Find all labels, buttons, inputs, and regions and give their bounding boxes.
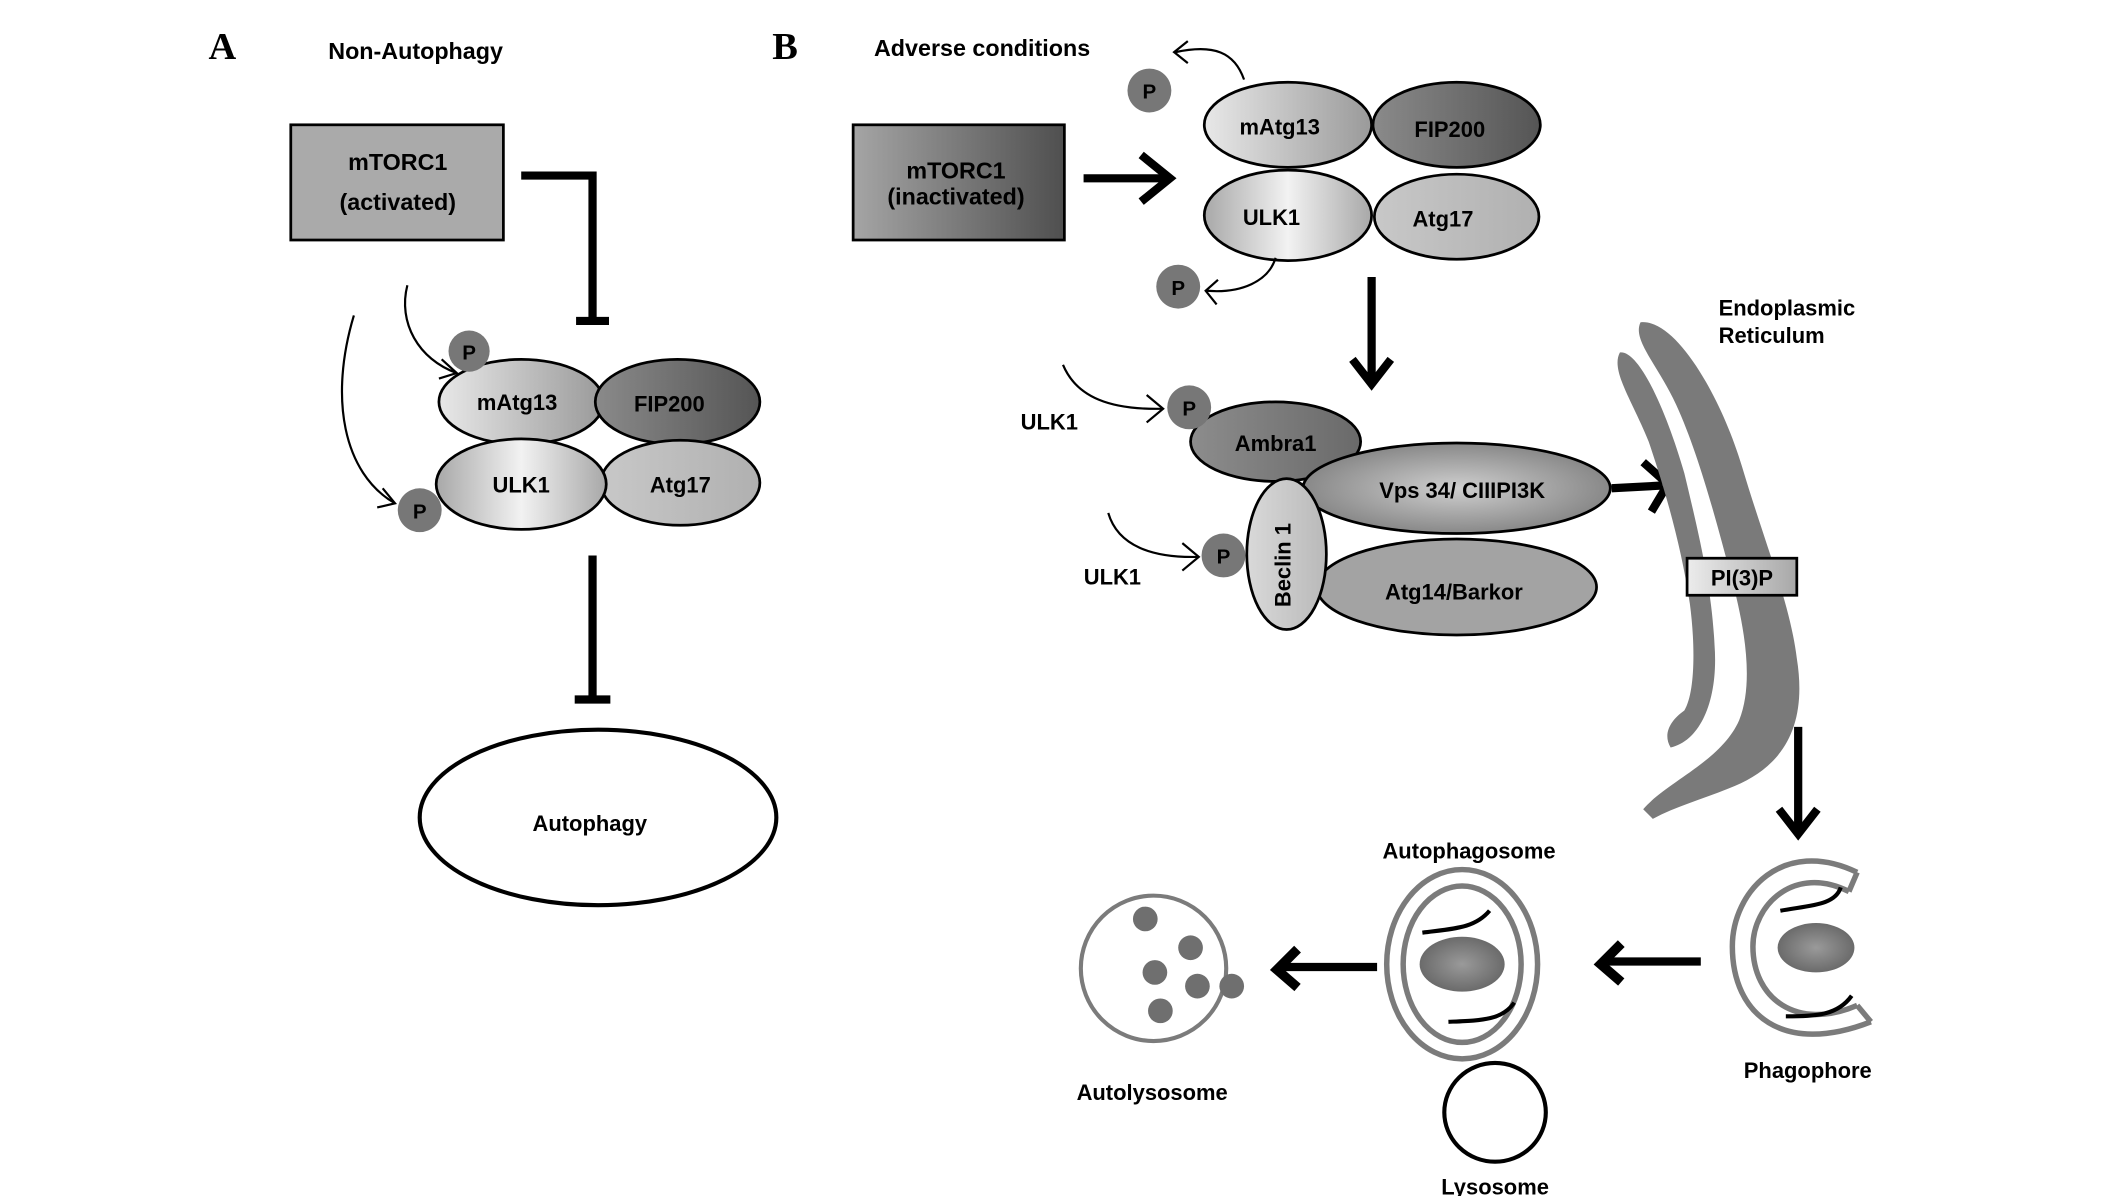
endoplasmic-reticulum: Endoplasmic Reticulum PI(3)P bbox=[1617, 295, 1856, 819]
panel-a-letter: A bbox=[208, 26, 236, 68]
arrowhead bbox=[1172, 40, 1189, 64]
arrowhead bbox=[1204, 278, 1219, 306]
phospho-badge: P bbox=[397, 488, 442, 533]
mtorc1-activated-box: mTORC1 (activated) bbox=[289, 123, 505, 242]
svg-text:P: P bbox=[413, 500, 427, 523]
arrow-phagophore-to-autophagosome bbox=[1593, 940, 1701, 986]
panel-b: B Adverse conditions mTORC1 (inactivated… bbox=[772, 26, 1873, 1196]
ulk1-node bbox=[434, 437, 608, 531]
atg14-barkor-label: Atg14/Barkor bbox=[1385, 579, 1523, 604]
cargo-fragment bbox=[1448, 1001, 1516, 1024]
phospho-badge: P bbox=[1201, 533, 1246, 578]
ulk1-node bbox=[1202, 168, 1373, 262]
arrowhead bbox=[438, 358, 459, 380]
phosphorylation-arrow-beclin1 bbox=[1107, 512, 1199, 558]
fip200-label: FIP200 bbox=[634, 391, 705, 416]
autolysosome: Autolysosome bbox=[1077, 893, 1245, 1105]
lysosome-label: Lysosome bbox=[1441, 1175, 1549, 1196]
arrowhead bbox=[1145, 394, 1165, 424]
cargo bbox=[1419, 936, 1505, 992]
beclin1-label: Beclin 1 bbox=[1271, 523, 1296, 607]
mtorc1-state-label: (inactivated) bbox=[887, 183, 1024, 209]
degraded-cargo bbox=[1142, 960, 1168, 985]
mtorc1-label: mTORC1 bbox=[348, 149, 447, 175]
ulk1-label: ULK1 bbox=[493, 472, 550, 497]
autophagy-node: Autophagy bbox=[417, 727, 779, 908]
degraded-cargo bbox=[1219, 973, 1245, 999]
fip200-node bbox=[1371, 80, 1542, 169]
matg13-label: mAtg13 bbox=[477, 390, 557, 415]
er-label-line1: Endoplasmic bbox=[1719, 295, 1856, 320]
arrowhead bbox=[1181, 542, 1201, 572]
phospho-badge: P bbox=[1156, 264, 1201, 309]
autophagy-label: Autophagy bbox=[533, 811, 648, 836]
degraded-cargo bbox=[1185, 973, 1210, 999]
ulk1-complex-b: mAtg13 FIP200 ULK1 Atg17 bbox=[1202, 80, 1542, 262]
panel-a: A Non-Autophagy mTORC1 (activated) mAtg1… bbox=[208, 26, 779, 908]
ulk1-kinase-label-beclin1: ULK1 bbox=[1084, 564, 1141, 589]
panel-b-letter: B bbox=[772, 26, 798, 68]
atg17-label: Atg17 bbox=[1412, 206, 1473, 231]
degraded-cargo bbox=[1178, 935, 1203, 961]
phagophore-label: Phagophore bbox=[1744, 1058, 1872, 1083]
cargo-fragment bbox=[1779, 886, 1843, 913]
ambra1-label: Ambra1 bbox=[1235, 431, 1317, 456]
arrowhead bbox=[376, 487, 397, 509]
pi3k-complex: Ambra1 Vps 34/ CIIIPI3K Atg14/Barkor Bec… bbox=[1021, 364, 1612, 637]
matg13-label: mAtg13 bbox=[1239, 114, 1319, 139]
degraded-cargo bbox=[1132, 906, 1158, 932]
ulk1-kinase-label-ambra1: ULK1 bbox=[1021, 409, 1078, 434]
activation-arrow-ulk-to-pi3k bbox=[1349, 277, 1395, 391]
activation-arrow-mtorc1-to-ulk bbox=[1083, 151, 1177, 205]
pi3p-label: PI(3)P bbox=[1711, 566, 1773, 591]
arrow-autophagosome-to-autolysosome bbox=[1269, 945, 1378, 992]
phagophore: Phagophore bbox=[1729, 858, 1873, 1083]
panel-a-title: Non-Autophagy bbox=[328, 38, 503, 64]
cargo-fragment bbox=[1785, 994, 1854, 1019]
ulk1-complex-a: mAtg13 FIP200 ULK1 Atg17 P P bbox=[397, 330, 762, 533]
dephosphorylation-arrow-bottom bbox=[1206, 257, 1277, 293]
phosphorylation-arrow-ambra1 bbox=[1061, 364, 1164, 410]
vps34-label: Vps 34/ CIIIPI3K bbox=[1379, 478, 1545, 503]
cargo-fragment bbox=[1422, 909, 1492, 935]
fip200-label: FIP200 bbox=[1414, 117, 1485, 142]
mtorc1-label: mTORC1 bbox=[906, 157, 1005, 183]
beclin1-node bbox=[1245, 477, 1328, 631]
phospho-badge: P bbox=[448, 330, 490, 372]
svg-text:P: P bbox=[1217, 546, 1231, 569]
arrow-er-to-phagophore bbox=[1775, 726, 1821, 841]
panel-b-title: Adverse conditions bbox=[874, 35, 1090, 61]
atg17-label: Atg17 bbox=[650, 472, 711, 497]
phosphorylation-arrow-matg13 bbox=[403, 285, 458, 375]
pi3p-box: PI(3)P bbox=[1685, 556, 1799, 597]
atg17-node bbox=[1372, 172, 1541, 261]
autophagosome-label: Autophagosome bbox=[1382, 839, 1555, 864]
dephosphorylation-arrow-top bbox=[1175, 48, 1246, 80]
svg-text:P: P bbox=[1143, 81, 1157, 104]
lysosome: Lysosome bbox=[1441, 1060, 1549, 1196]
degraded-cargo bbox=[1148, 998, 1173, 1024]
phosphorylation-arrow-ulk1 bbox=[340, 315, 396, 505]
cargo bbox=[1777, 923, 1855, 973]
inhibition-arrow-mtorc1-to-complex bbox=[521, 171, 597, 321]
svg-text:P: P bbox=[1171, 277, 1185, 300]
autolysosome-label: Autolysosome bbox=[1077, 1080, 1228, 1105]
phospho-badge: P bbox=[1167, 385, 1212, 430]
ulk1-label: ULK1 bbox=[1243, 205, 1300, 230]
er-label-line2: Reticulum bbox=[1719, 323, 1825, 348]
autophagosome: Autophagosome bbox=[1382, 839, 1556, 1062]
mtorc1-state-label: (activated) bbox=[340, 189, 457, 215]
svg-text:P: P bbox=[1182, 398, 1196, 421]
phospho-badge: P bbox=[1127, 68, 1172, 113]
svg-text:P: P bbox=[462, 341, 476, 364]
mtorc1-inactivated-box: mTORC1 (inactivated) bbox=[851, 123, 1066, 242]
